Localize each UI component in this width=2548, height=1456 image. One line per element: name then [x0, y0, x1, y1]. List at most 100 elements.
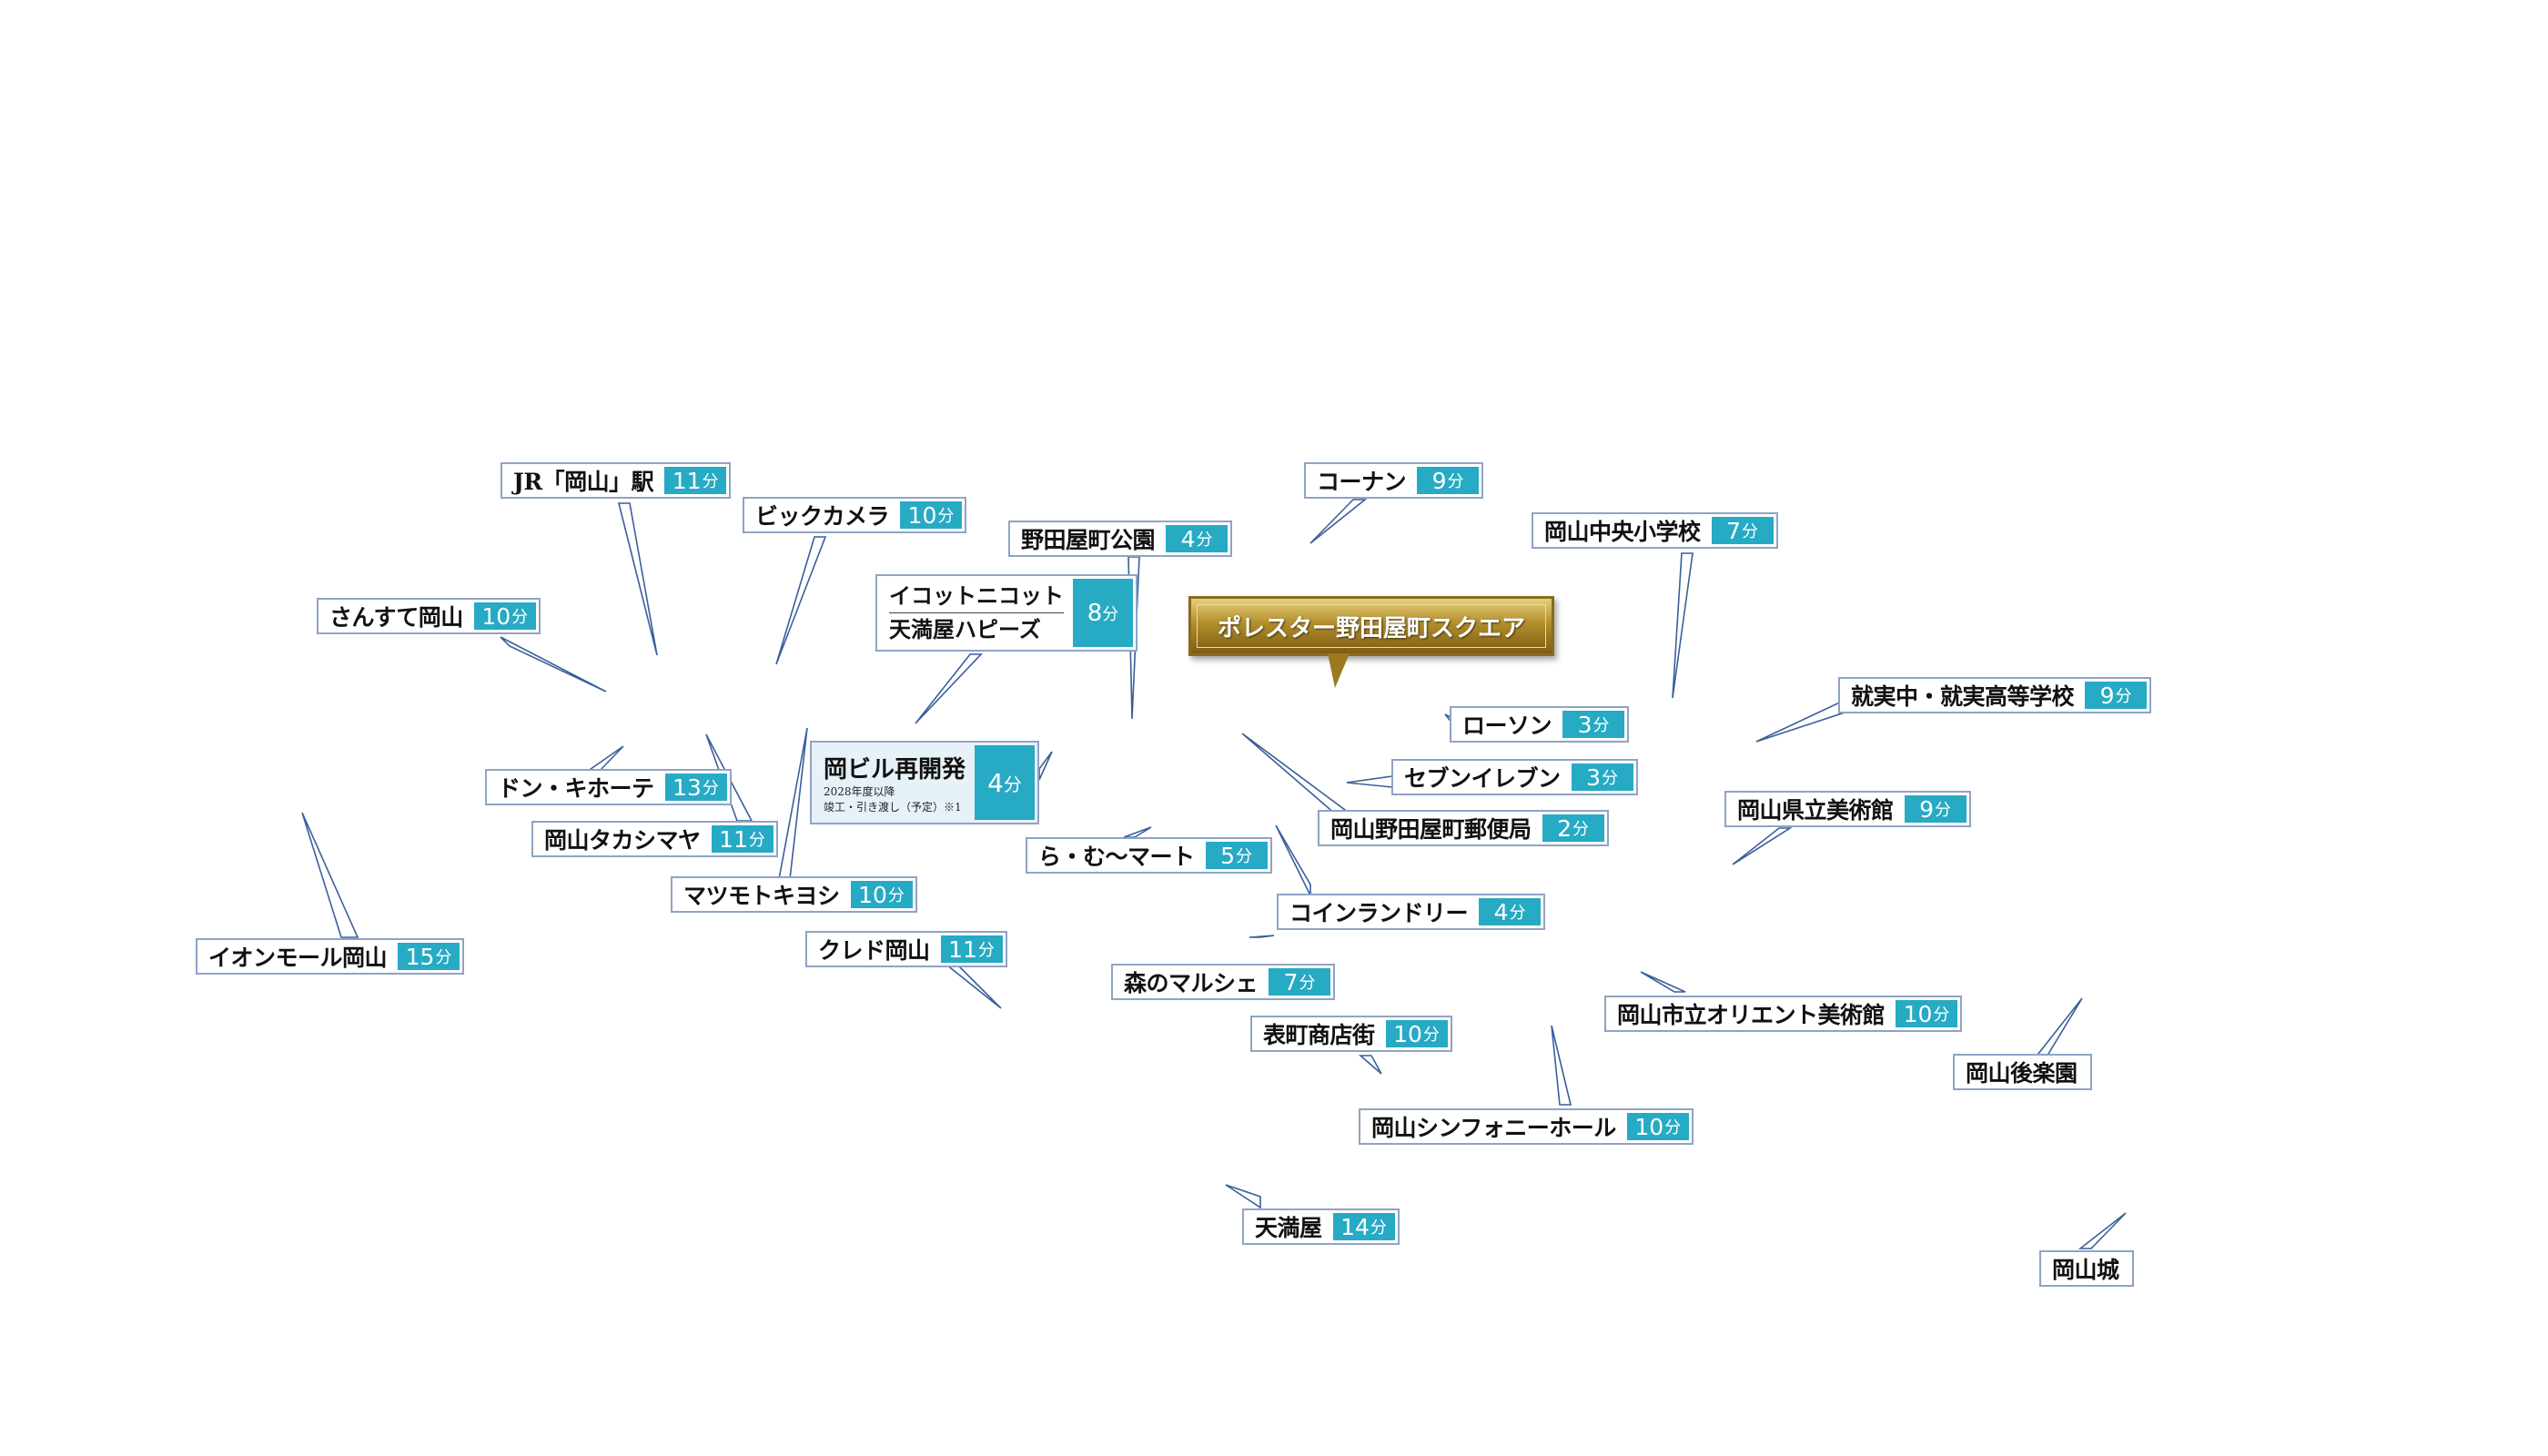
label-name-line2: 天満屋ハピーズ — [889, 612, 1064, 646]
redev-note-1: 2028年度以降 — [824, 784, 895, 798]
label-castle: 岡山城 — [2039, 1250, 2134, 1287]
label-name: コインランドリー — [1289, 900, 1469, 926]
leader-castle — [2078, 1212, 2127, 1249]
label-name: ビックカメラ — [755, 503, 890, 530]
label-name: 岡山県立美術館 — [1737, 797, 1894, 824]
label-name: クレド岡山 — [818, 937, 930, 964]
leader-jr-okayama — [617, 502, 658, 656]
leader-mori — [1249, 935, 1275, 938]
label-name: 表町商店街 — [1263, 1022, 1375, 1048]
label-name: セブンイレブン — [1404, 765, 1561, 792]
leader-orient — [1640, 971, 1686, 993]
leader-sansute — [500, 636, 607, 693]
label-name: 天満屋 — [1255, 1215, 1322, 1241]
leader-bic-camera — [775, 536, 827, 665]
property-pointer — [1328, 653, 1350, 688]
label-name: 岡山中央小学校 — [1544, 519, 1701, 545]
label-name: 岡山野田屋町郵便局 — [1330, 816, 1532, 843]
leader-redev — [1038, 751, 1053, 781]
label-name: 岡山後楽園 — [1966, 1060, 2078, 1087]
leader-chuo-school — [1672, 552, 1694, 699]
label-name: マツモトキヨシ — [683, 883, 840, 909]
leader-coin-laundry — [1275, 824, 1311, 896]
leader-konan — [1309, 499, 1368, 544]
redev-note-2: 竣工・引き渡し（予定）※1 — [824, 800, 962, 814]
label-name: 森のマルシェ — [1124, 970, 1259, 996]
label-name: 岡山城 — [2052, 1257, 2119, 1283]
leader-seven — [1346, 775, 1393, 788]
leader-kured — [944, 964, 1002, 1009]
label-name: ドン・キホーテ — [498, 775, 654, 802]
label-name: コーナン — [1317, 469, 1407, 495]
label-name-line1: イコットニコット — [889, 582, 1064, 609]
label-name: JR「岡山」駅 — [513, 469, 654, 495]
leader-ramu — [1123, 826, 1152, 838]
label-name: 岡山市立オリエント美術館 — [1617, 1002, 1886, 1028]
leader-tenmaya — [1225, 1184, 1261, 1209]
label-name: さんすて岡山 — [329, 604, 463, 631]
label-name: ローソン — [1462, 713, 1552, 739]
property-banner: ポレスター野田屋町スクエア — [1188, 596, 1554, 688]
label-korakuen: 岡山後楽園 — [1953, 1054, 2092, 1090]
leader-omotecho — [1358, 1055, 1382, 1075]
redev-title: 岡ビル再開発 — [824, 755, 966, 784]
label-name: 岡山タカシマヤ — [544, 827, 701, 854]
label-name: イオンモール岡山 — [208, 945, 388, 971]
leader-pref-museum — [1732, 827, 1793, 865]
leader-shujitsu — [1755, 697, 1848, 743]
leader-matsumoto — [778, 727, 808, 880]
leader-korakuen — [2033, 997, 2083, 1059]
label-name: 岡山シンフォニーホール — [1371, 1115, 1616, 1141]
label-name: 就実中・就実高等学校 — [1851, 683, 2075, 710]
leader-iccotto — [915, 653, 983, 724]
leader-aeon — [301, 812, 359, 938]
property-name: ポレスター野田屋町スクエア — [1217, 614, 1525, 642]
label-name: ら・む～マート — [1038, 844, 1195, 870]
